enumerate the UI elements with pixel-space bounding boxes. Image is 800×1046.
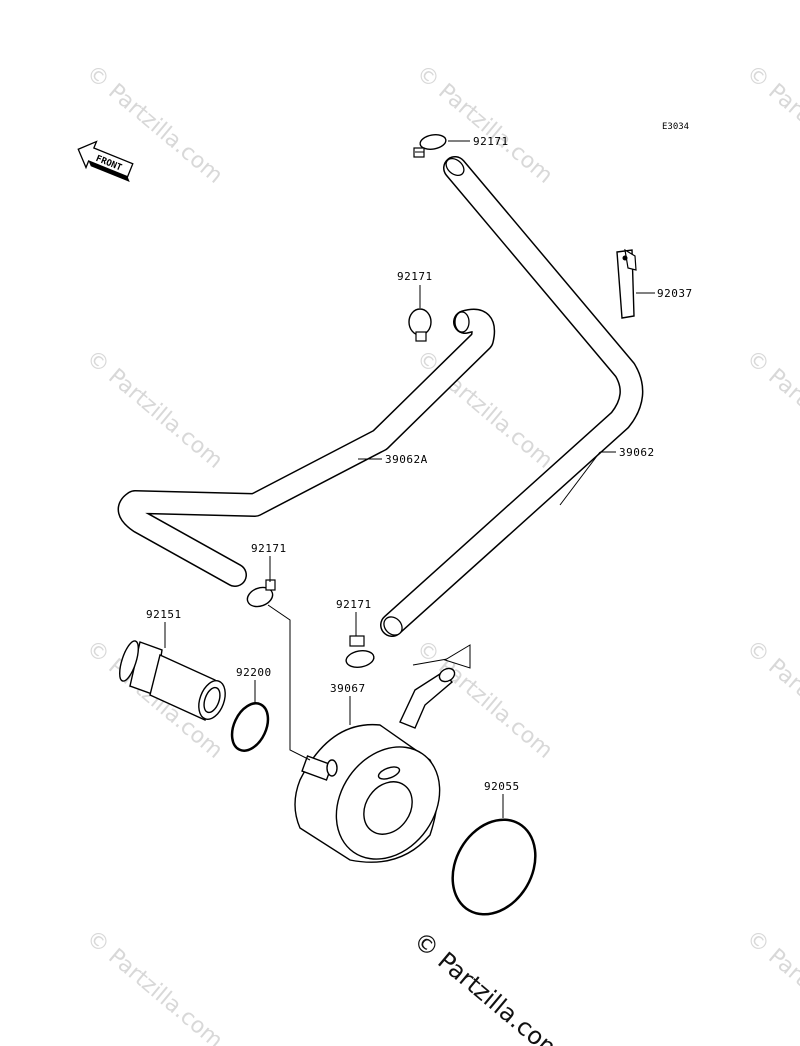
o-ring-small-icon — [230, 702, 270, 752]
part-label-hose-a: 39062A — [385, 453, 428, 466]
part-label-o-ring-small: 92200 — [236, 666, 272, 679]
watermark: © Partzilla.com — [741, 635, 800, 763]
part-label-o-ring-large: 92055 — [484, 780, 520, 793]
watermark: © Partzilla.com — [741, 345, 800, 473]
watermark-main: © Partzilla.com — [408, 926, 568, 1046]
o-ring-large-icon — [451, 818, 537, 916]
watermark: © Partzilla.com — [741, 925, 800, 1046]
fitting-icon — [119, 640, 226, 721]
part-label-clamp-lower-right: 92171 — [336, 598, 372, 611]
part-labels: 92171 92037 92171 39062A 39062 92171 921… — [146, 135, 693, 793]
clamp-icon — [408, 308, 432, 342]
part-label-clamp-mid: 92171 — [397, 270, 433, 283]
front-arrow-icon: FRONT — [77, 140, 134, 182]
bracket-icon — [616, 248, 637, 319]
watermark: © Partzilla.com — [81, 345, 227, 473]
watermark: © Partzilla.com — [741, 60, 800, 188]
part-label-bracket: 92037 — [657, 287, 693, 300]
watermark: © Partzilla.com — [411, 635, 557, 763]
clamp-icon — [413, 134, 447, 158]
leader-lines — [164, 140, 655, 818]
oil-cooler-icon — [294, 667, 456, 863]
watermark: © Partzilla.com — [411, 60, 557, 188]
clamp-icon — [345, 635, 375, 668]
watermark: © Partzilla.com — [81, 925, 227, 1046]
part-label-hose-b: 39062 — [619, 446, 655, 459]
watermark: © Partzilla.com — [411, 345, 557, 473]
part-label-clamp-top: 92171 — [473, 135, 509, 148]
part-label-fitting: 92151 — [146, 608, 182, 621]
hose-39062 — [380, 156, 644, 637]
clamp-icon — [246, 579, 276, 608]
diagram-code: E3034 — [662, 122, 689, 132]
direction-arrow-icon — [412, 644, 471, 669]
part-label-cooler: 39067 — [330, 682, 366, 695]
part-label-clamp-lower-left: 92171 — [251, 542, 287, 555]
hose-39062a — [117, 308, 496, 587]
